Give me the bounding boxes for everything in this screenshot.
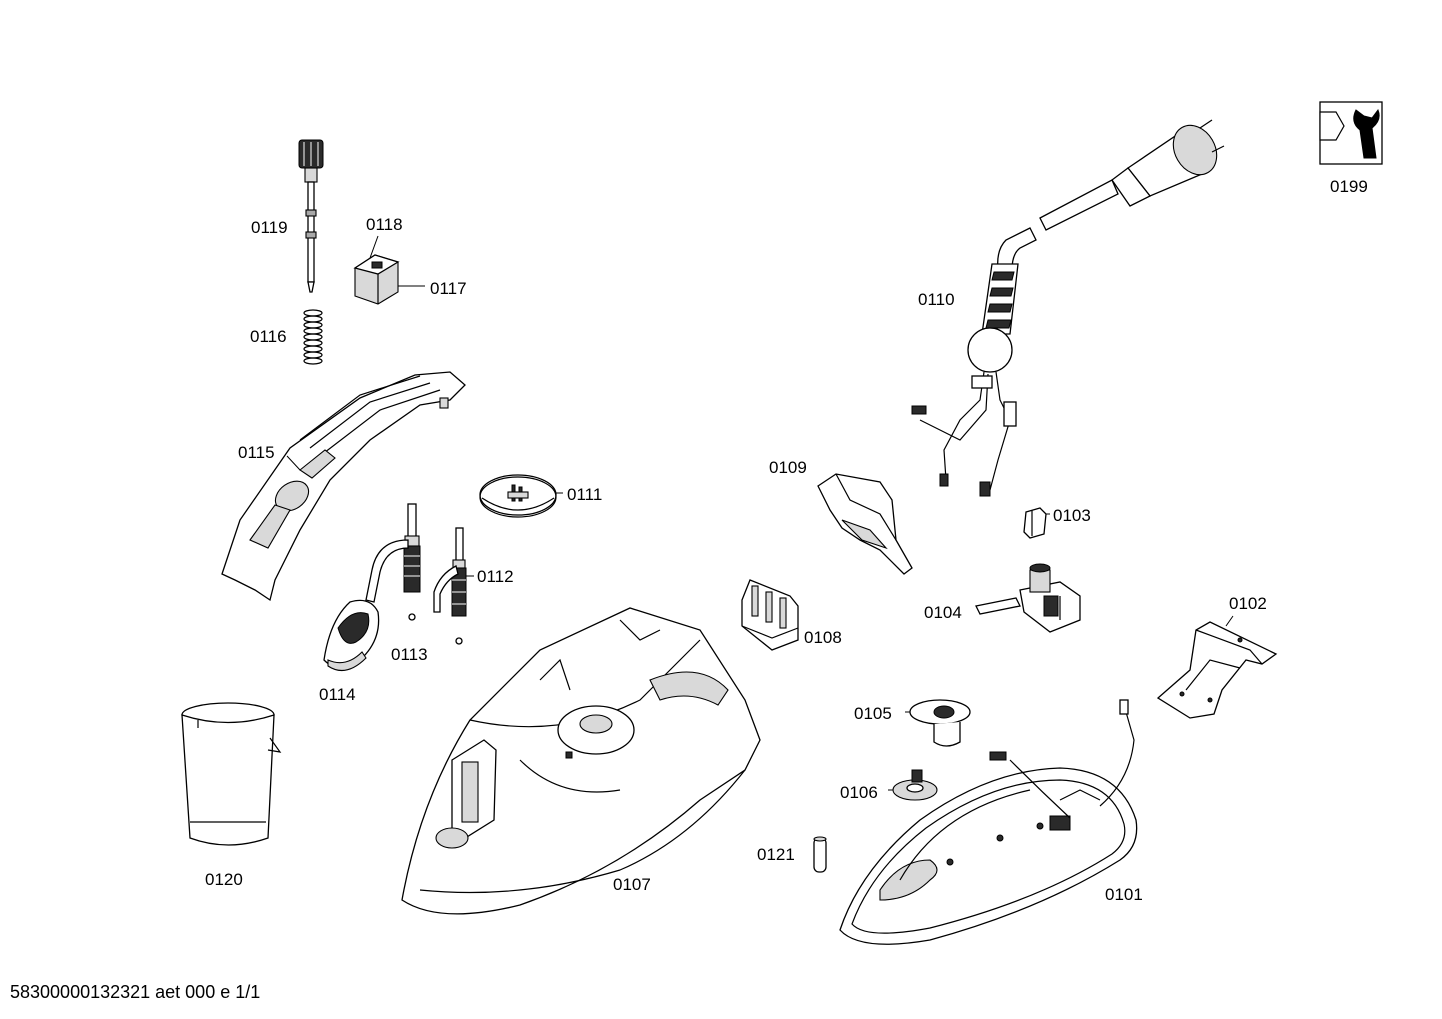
part-label-0102[interactable]: 0102 [1229, 594, 1267, 613]
part-label-0114[interactable]: 0114 [319, 685, 356, 704]
part-0101-drawing [839, 699, 1138, 945]
part-0115-drawing [221, 371, 466, 602]
document-footer-id: 58300000132321 aet 000 e 1/1 [10, 982, 261, 1002]
part-label-0117[interactable]: 0117 [430, 279, 467, 298]
part-0107-drawing [401, 607, 761, 915]
part-label-0118[interactable]: 0118 [366, 215, 403, 234]
wrench-icon [1319, 101, 1383, 165]
part-label-0112[interactable]: 0112 [477, 567, 514, 586]
part-label-0111[interactable]: 0111 [567, 485, 603, 504]
part-label-0109[interactable]: 0109 [769, 458, 807, 477]
part-0106-drawing [888, 769, 938, 801]
part-0114-drawing [323, 599, 380, 672]
part-label-0121[interactable]: 0121 [757, 845, 795, 864]
part-0119-drawing [298, 139, 324, 293]
part-label-0101[interactable]: 0101 [1105, 885, 1143, 904]
part-0116-drawing [303, 309, 323, 365]
part-label-0105[interactable]: 0105 [854, 704, 892, 723]
part-0110-drawing [911, 119, 1225, 497]
part-label-0106[interactable]: 0106 [840, 783, 878, 802]
part-label-0104[interactable]: 0104 [924, 603, 962, 622]
part-label-0108[interactable]: 0108 [804, 628, 842, 647]
part-0103-drawing [1023, 507, 1050, 539]
part-0109-drawing [817, 473, 913, 575]
part-0112-drawing [365, 503, 474, 617]
part-0117-drawing [353, 235, 425, 305]
part-label-0115[interactable]: 0115 [238, 443, 275, 462]
part-label-0113[interactable]: 0113 [391, 645, 428, 664]
part-label-0120[interactable]: 0120 [205, 870, 243, 889]
tool-label-0199[interactable]: 0199 [1330, 177, 1368, 196]
part-0105-drawing [905, 699, 971, 747]
part-label-0103[interactable]: 0103 [1053, 506, 1091, 525]
part-0108-drawing [741, 579, 799, 651]
part-0111-drawing [479, 474, 563, 518]
part-label-0107[interactable]: 0107 [613, 875, 651, 894]
part-0102-drawing [1156, 615, 1278, 719]
part-label-0110[interactable]: 0110 [918, 290, 955, 309]
part-0104-drawing [975, 563, 1081, 633]
part-0113-drawing [408, 613, 463, 645]
part-label-0116[interactable]: 0116 [250, 327, 287, 346]
part-0120-drawing [181, 702, 282, 846]
part-label-0119[interactable]: 0119 [251, 218, 288, 237]
part-0121-drawing [813, 836, 827, 873]
